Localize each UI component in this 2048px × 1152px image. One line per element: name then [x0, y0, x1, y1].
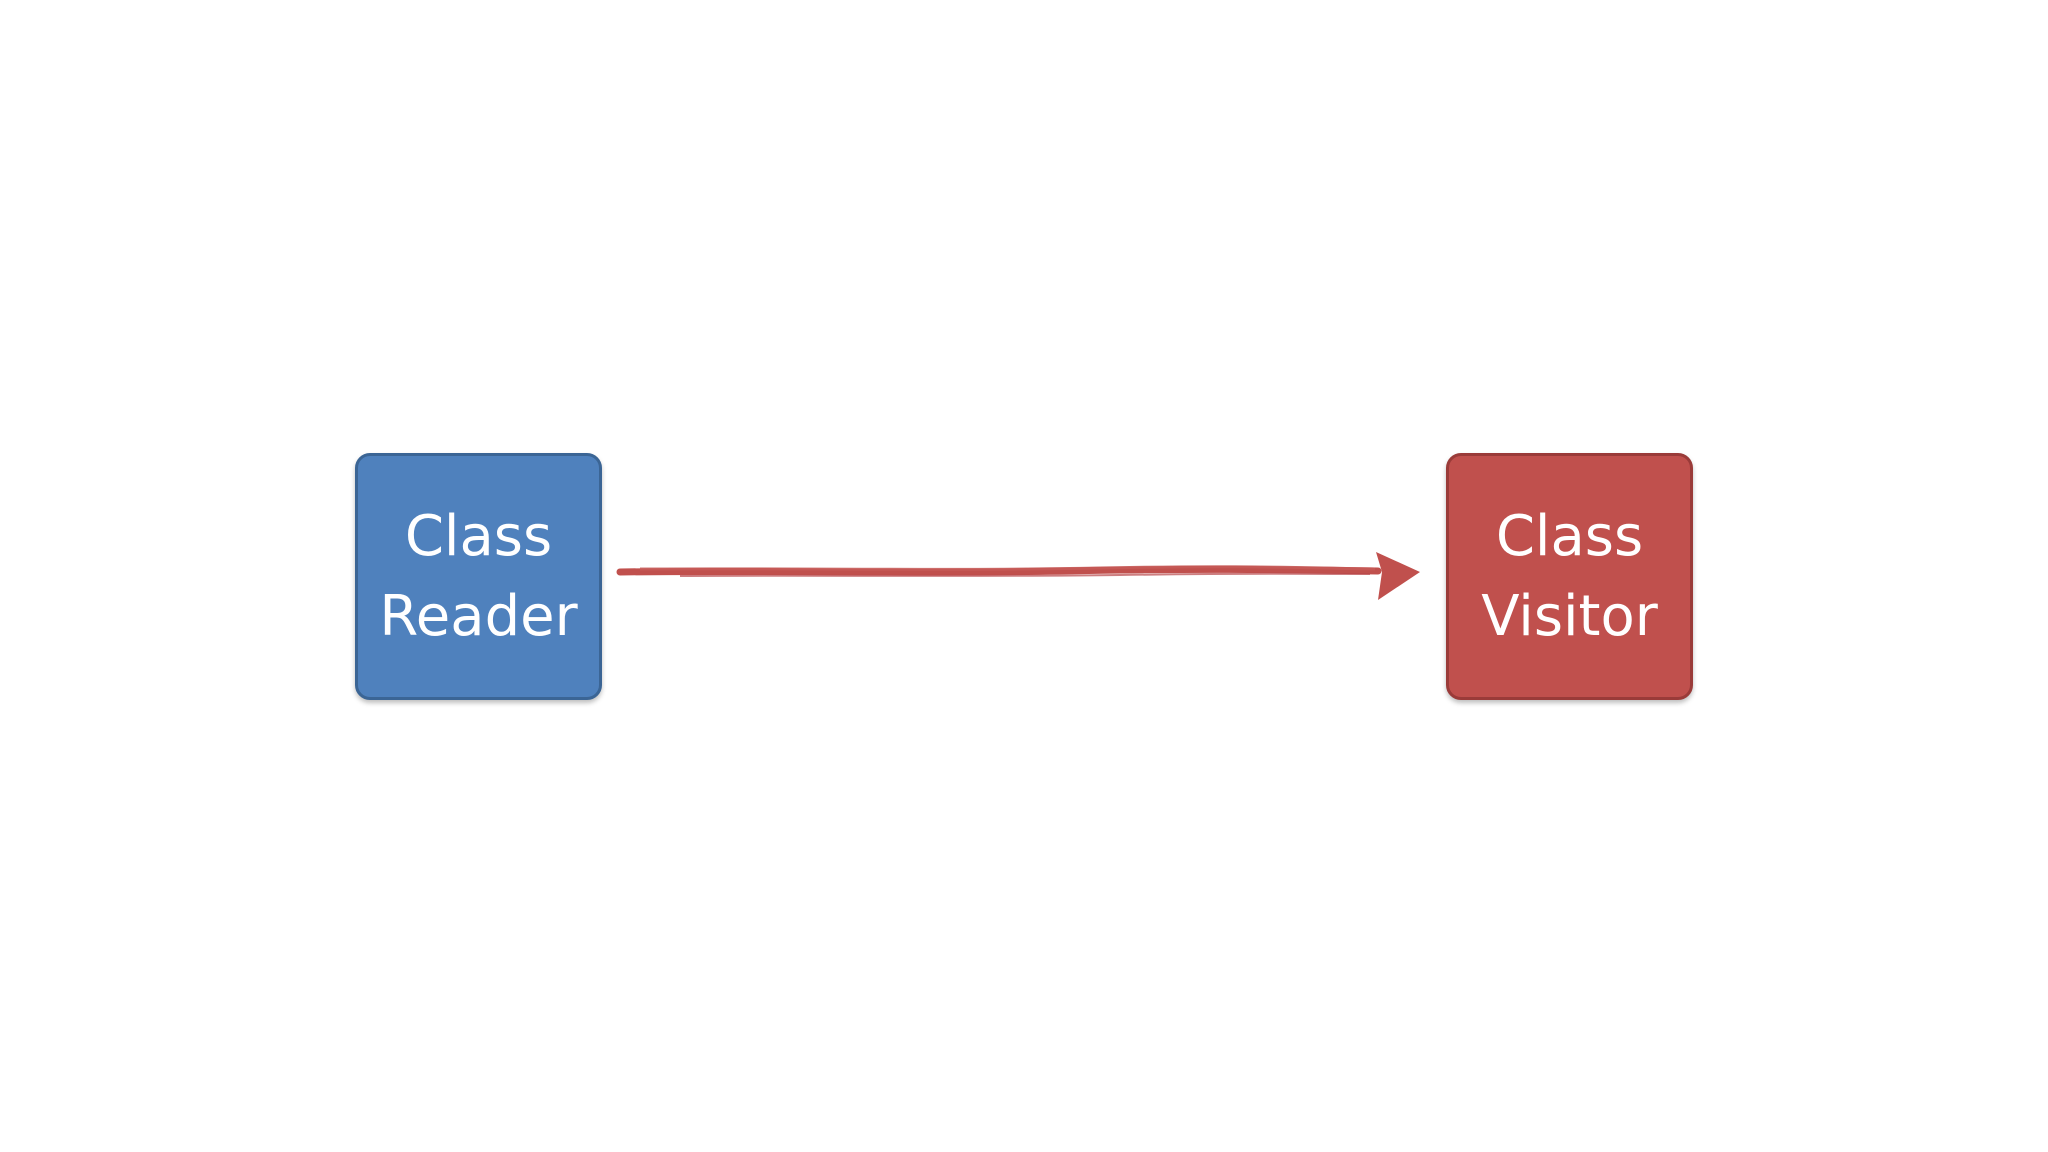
arrowhead: [1376, 552, 1420, 600]
arrow-shaft: [616, 565, 1382, 576]
class-visitor-box: Class Visitor: [1446, 453, 1693, 700]
class-visitor-line-2: Visitor: [1481, 583, 1658, 649]
arrow-shaft-texture: [639, 565, 1376, 571]
class-visitor-line-1: Class: [1495, 503, 1644, 569]
arrow-shaft-texture-2: [679, 572, 1371, 577]
class-reader-line-2: Reader: [379, 583, 578, 649]
class-reader-line-1: Class: [404, 503, 553, 569]
class-reader-box: Class Reader: [355, 453, 602, 700]
